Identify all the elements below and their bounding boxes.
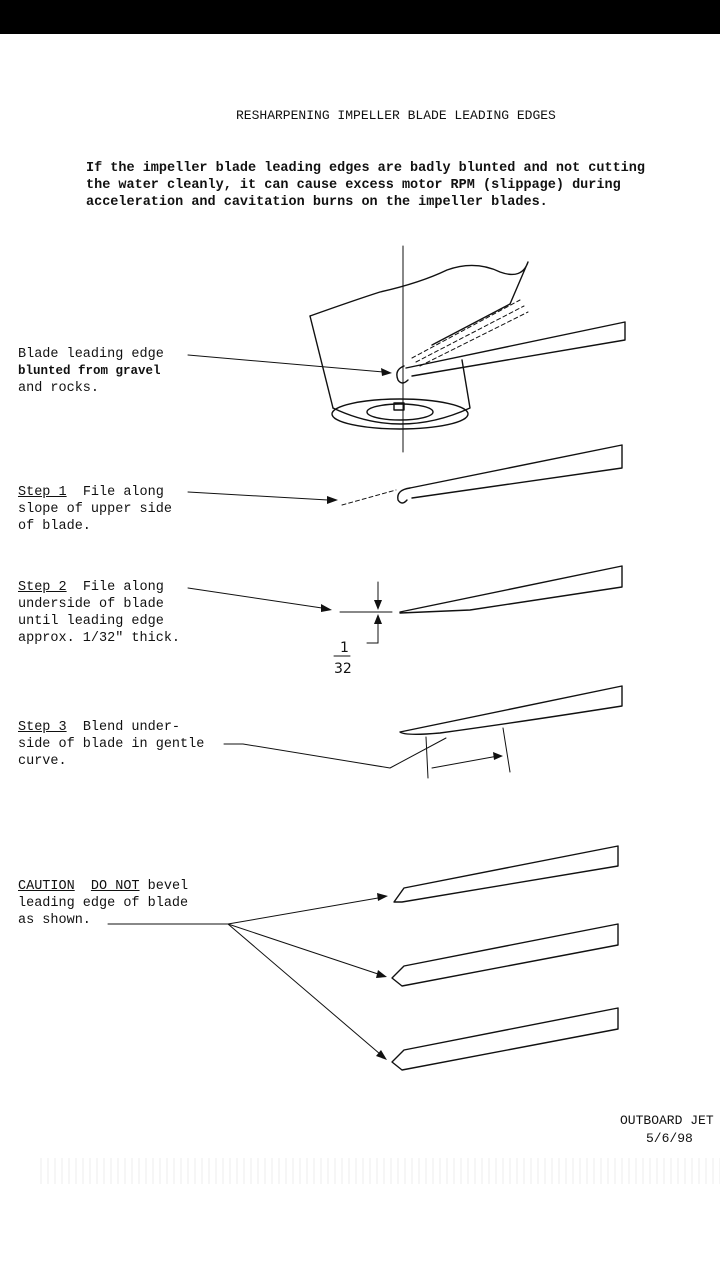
- arrowhead: [374, 600, 382, 610]
- step-3-extension-left: [425, 736, 429, 779]
- step-2-tag: Step 2: [18, 580, 67, 595]
- intro-paragraph: If the impeller blade leading edges are …: [86, 161, 645, 210]
- blade-hatch: [415, 305, 525, 363]
- dimension-numerator: 1: [340, 640, 349, 656]
- caution-leader-1: [227, 897, 379, 925]
- bevel-blade-1: [393, 845, 619, 903]
- label-line: side of blade in gentle: [18, 737, 205, 752]
- hub-bottom-side: [332, 359, 471, 425]
- dimension-denominator: 32: [334, 661, 352, 677]
- keyway: [393, 402, 405, 411]
- leader-step-3: [223, 737, 447, 769]
- label-line: slope of upper side: [18, 502, 172, 517]
- leader-step-2: [187, 587, 323, 609]
- caution-tag: CAUTION: [18, 879, 75, 894]
- scan-noise: [40, 1158, 720, 1184]
- arrowhead: [327, 496, 338, 504]
- label-line: File along: [82, 485, 164, 500]
- step-3-span-arrow: [431, 755, 499, 769]
- arrowhead: [377, 893, 388, 901]
- step-1-blade: [409, 444, 623, 499]
- caution-leader-2: [227, 923, 379, 975]
- arrowhead: [374, 614, 382, 624]
- label-line: and rocks.: [18, 381, 100, 396]
- hub-top-outline: [309, 261, 529, 346]
- label-line: curve.: [18, 754, 67, 769]
- label-step-2: Step 2 File along underside of blade unt…: [18, 579, 180, 647]
- caution-leader-3: [227, 923, 381, 1055]
- bevel-blade-2: [391, 923, 619, 987]
- step-1-file-slope: [341, 489, 397, 506]
- label-step-1: Step 1 File along slope of upper side of…: [18, 484, 172, 535]
- hub-bore-outer: [331, 398, 469, 430]
- arrowhead: [376, 970, 387, 978]
- top-black-bar: [0, 0, 720, 34]
- step-2-blade: [399, 565, 623, 614]
- label-blunted-edge: Blade leading edge blunted from gravel a…: [18, 346, 164, 397]
- arrowhead: [321, 604, 332, 612]
- leader-blunted: [187, 354, 384, 373]
- label-line: blunted from gravel: [18, 364, 161, 378]
- label-line: as shown.: [18, 913, 91, 928]
- step-1-tag: Step 1: [18, 485, 67, 500]
- step-1-drawing: [187, 444, 623, 506]
- blade-outline: [405, 321, 626, 377]
- label-step-3: Step 3 Blend under- side of blade in gen…: [18, 719, 204, 770]
- label-line: until leading edge: [18, 614, 164, 629]
- label-line: Blade leading edge: [18, 347, 164, 362]
- label-line: Blend under-: [82, 720, 181, 735]
- page-title: RESHARPENING IMPELLER BLADE LEADING EDGE…: [236, 108, 556, 123]
- blade-hatch: [411, 299, 521, 359]
- arrowhead: [493, 752, 503, 760]
- caution-drawings: [107, 845, 619, 1071]
- step-3-tag: Step 3: [18, 720, 67, 735]
- footer-date: 5/6/98: [646, 1131, 693, 1146]
- blunted-edge-curl: [396, 365, 409, 384]
- label-caution: CAUTION DO NOT bevel leading edge of bla…: [18, 878, 188, 929]
- leader-step-1: [187, 491, 329, 501]
- blade-hatch: [419, 311, 529, 367]
- arrowhead: [376, 1050, 387, 1060]
- label-line: approx. 1/32" thick.: [18, 631, 181, 646]
- footer-block: OUTBOARD JET 5/6/98: [620, 1112, 714, 1148]
- step-3-drawing: [223, 685, 623, 779]
- bevel-blade-3: [391, 1007, 619, 1071]
- label-line: File along: [82, 580, 164, 595]
- footer-title: OUTBOARD JET: [620, 1113, 714, 1128]
- step-1-blunt-edge: [397, 487, 411, 504]
- step-3-blade: [399, 685, 623, 735]
- do-not-tag: DO NOT: [90, 879, 140, 894]
- label-line: bevel: [147, 879, 189, 894]
- label-line: underside of blade: [18, 597, 164, 612]
- label-line: of blade.: [18, 519, 91, 534]
- arrowhead: [381, 368, 392, 376]
- hub-bore-inner: [366, 403, 434, 421]
- label-line: leading edge of blade: [18, 896, 189, 911]
- step-3-extension-right: [502, 727, 511, 773]
- step-2-drawing: 1 32: [187, 565, 623, 677]
- hub-left-side: [309, 315, 334, 409]
- impeller-hub-drawing: [187, 245, 626, 453]
